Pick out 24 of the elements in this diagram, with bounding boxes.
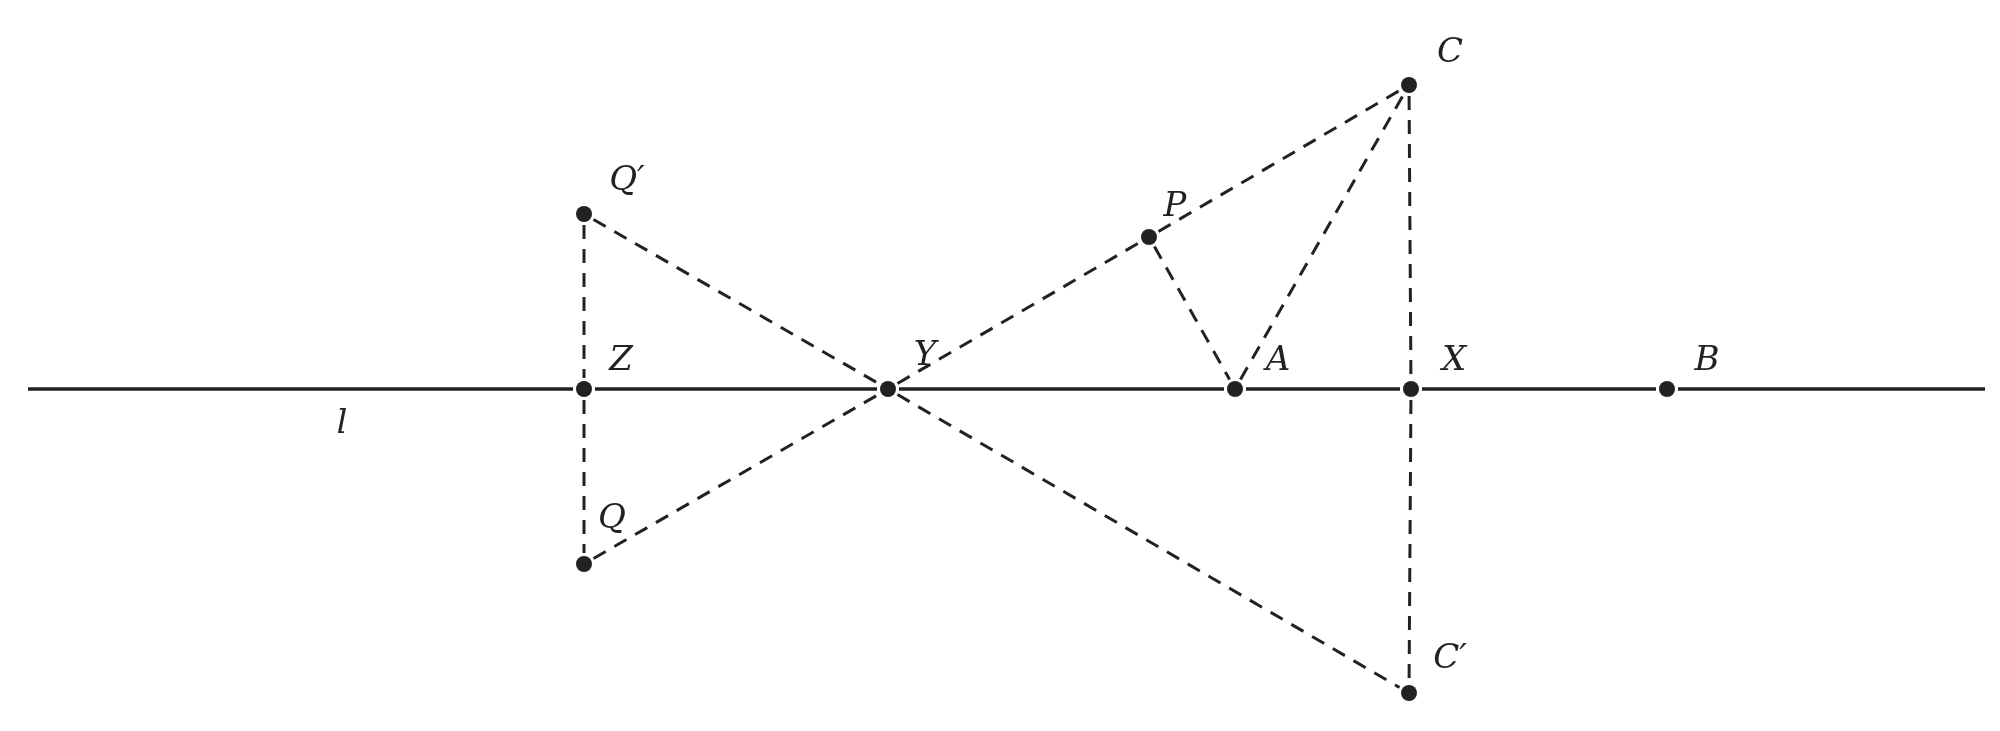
point-label: Z [609,341,633,375]
solid-line [899,387,1224,391]
point-label: Q [598,499,626,533]
point-label: A [1265,341,1291,375]
dashed-line [896,393,1401,689]
dashed-line [582,225,586,378]
solid-line [595,387,877,391]
point-label: X [1441,341,1467,375]
solid-line [1422,387,1656,391]
point-label: Q′ [609,161,645,195]
point-label: C′ [1433,639,1467,673]
solid-line [1678,387,1985,391]
point-label: B [1694,341,1720,375]
solid-line [28,387,573,391]
dashed-line [1239,93,1405,381]
dashed-line [1153,245,1231,381]
dashed-line [1157,89,1401,233]
solid-line [1246,387,1400,391]
point-label: P [1163,187,1187,221]
dashed-line [582,400,586,553]
line-label: l [336,404,348,438]
point-label: C [1437,33,1463,67]
dashed-line [896,241,1141,385]
point-label: Y [913,336,937,370]
